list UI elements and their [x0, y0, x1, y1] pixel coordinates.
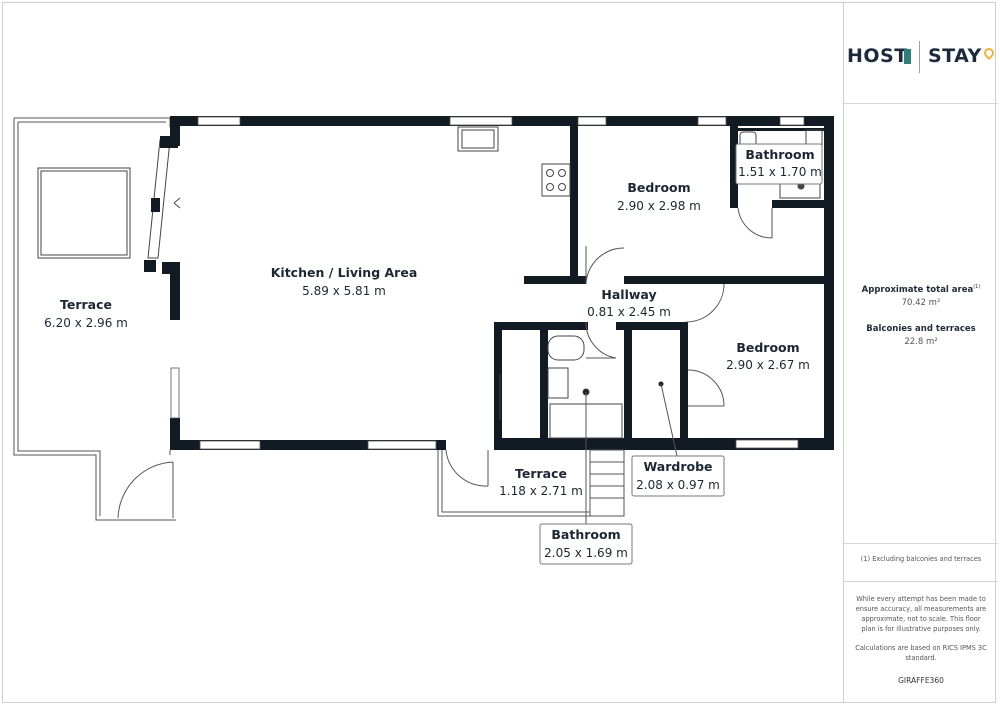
terrace-left-dims: 6.20 x 2.96 m [44, 316, 128, 330]
bathroom-bottom-label-box [539, 523, 633, 565]
balconies-value: 22.8 m² [904, 337, 938, 347]
brand-host-door-icon [904, 49, 911, 64]
wardrobe-dims: 2.08 x 0.97 m [636, 478, 720, 492]
calculation-note: Calculations are based on RICS IPMS 3C s… [855, 644, 987, 662]
sidebar-divider [844, 581, 998, 582]
bathroom-top-label-box [735, 143, 823, 185]
total-area-note-marker: (1) [973, 284, 981, 290]
giraffe-brand: GIRAFFE360 [898, 676, 944, 685]
bay-window [144, 136, 181, 272]
disclaimer: While every attempt has been made to ens… [855, 595, 987, 633]
kitchen-fixtures [457, 126, 571, 197]
total-area-block: Approximate total area(1) 70.42 m² [844, 284, 998, 308]
terrace-door-arc [117, 461, 174, 519]
balconies-label: Balconies and terraces [866, 324, 976, 334]
wardrobe-leader [660, 383, 678, 457]
doors [445, 207, 773, 487]
terrace-skylight [37, 167, 131, 259]
wardrobe-label-box [631, 455, 725, 497]
brand-logo: HOST STAY [844, 41, 998, 75]
sidebar-divider [844, 103, 998, 104]
terrace-small-name: Terrace [515, 466, 567, 481]
brand-stay: STAY [928, 45, 982, 67]
brand-location-pin-icon [981, 45, 997, 61]
terrace-left-name: Terrace [60, 297, 112, 312]
floor-plan: Terrace 6.20 x 2.96 m Kitchen / Living A… [13, 116, 834, 565]
bathroom-bottom-dims: 2.05 x 1.69 m [544, 546, 628, 560]
bedroom-top-dims: 2.90 x 2.98 m [617, 199, 701, 213]
total-area-value: 70.42 m² [901, 297, 941, 308]
windows [170, 116, 805, 450]
bedroom-bottom-dims: 2.90 x 2.67 m [726, 358, 810, 372]
bathroom-top-name: Bathroom [745, 147, 814, 162]
hallway-name: Hallway [601, 287, 656, 302]
hallway-dims: 0.81 x 2.45 m [587, 305, 671, 319]
terrace-small-outline [437, 449, 625, 517]
kitchen-name: Kitchen / Living Area [271, 265, 418, 280]
balconies-block: Balconies and terraces 22.8 m² [844, 324, 998, 347]
walls [162, 116, 834, 450]
sidebar-divider [844, 543, 998, 544]
sidebar: HOST STAY Approximate total area(1) 70.4… [843, 3, 998, 703]
brand-host: HOST [847, 45, 908, 67]
bedroom-top-name: Bedroom [627, 180, 690, 195]
kitchen-dims: 5.89 x 5.81 m [302, 284, 386, 298]
terrace-small-dims: 1.18 x 2.71 m [499, 484, 583, 498]
footnote: (1) Excluding balconies and terraces [860, 555, 982, 563]
bedroom-bottom-name: Bedroom [736, 340, 799, 355]
bathroom-bottom-name: Bathroom [551, 527, 620, 542]
total-area-label: Approximate total area [861, 284, 974, 295]
bathroom-top-dims: 1.51 x 1.70 m [738, 165, 822, 179]
wardrobe-name: Wardrobe [643, 459, 712, 474]
brand-divider [919, 41, 920, 73]
